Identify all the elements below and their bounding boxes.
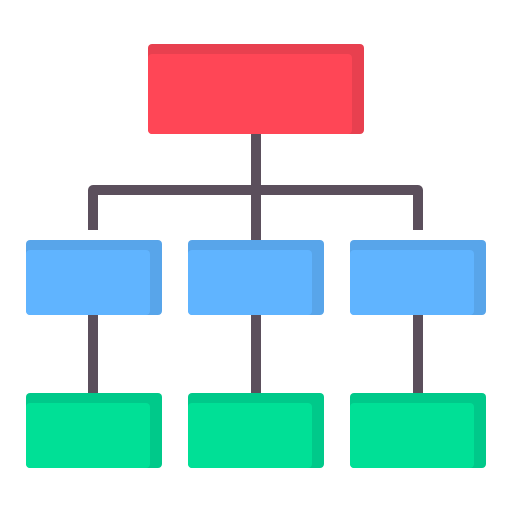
node-leaf-right-face bbox=[350, 403, 474, 468]
node-mid-right bbox=[350, 240, 486, 315]
node-leaf-left-face bbox=[26, 403, 150, 468]
node-mid-left-face bbox=[26, 250, 150, 315]
node-leaf-center-face bbox=[188, 403, 312, 468]
connector-lines bbox=[88, 132, 423, 395]
hierarchy-nodes bbox=[26, 44, 486, 468]
node-mid-right-face bbox=[350, 250, 474, 315]
node-root-face bbox=[148, 54, 352, 134]
node-leaf-left bbox=[26, 393, 162, 468]
node-leaf-right bbox=[350, 393, 486, 468]
node-mid-center-face bbox=[188, 250, 312, 315]
node-mid-center bbox=[188, 240, 324, 315]
node-mid-left bbox=[26, 240, 162, 315]
node-root bbox=[148, 44, 364, 134]
node-leaf-center bbox=[188, 393, 324, 468]
